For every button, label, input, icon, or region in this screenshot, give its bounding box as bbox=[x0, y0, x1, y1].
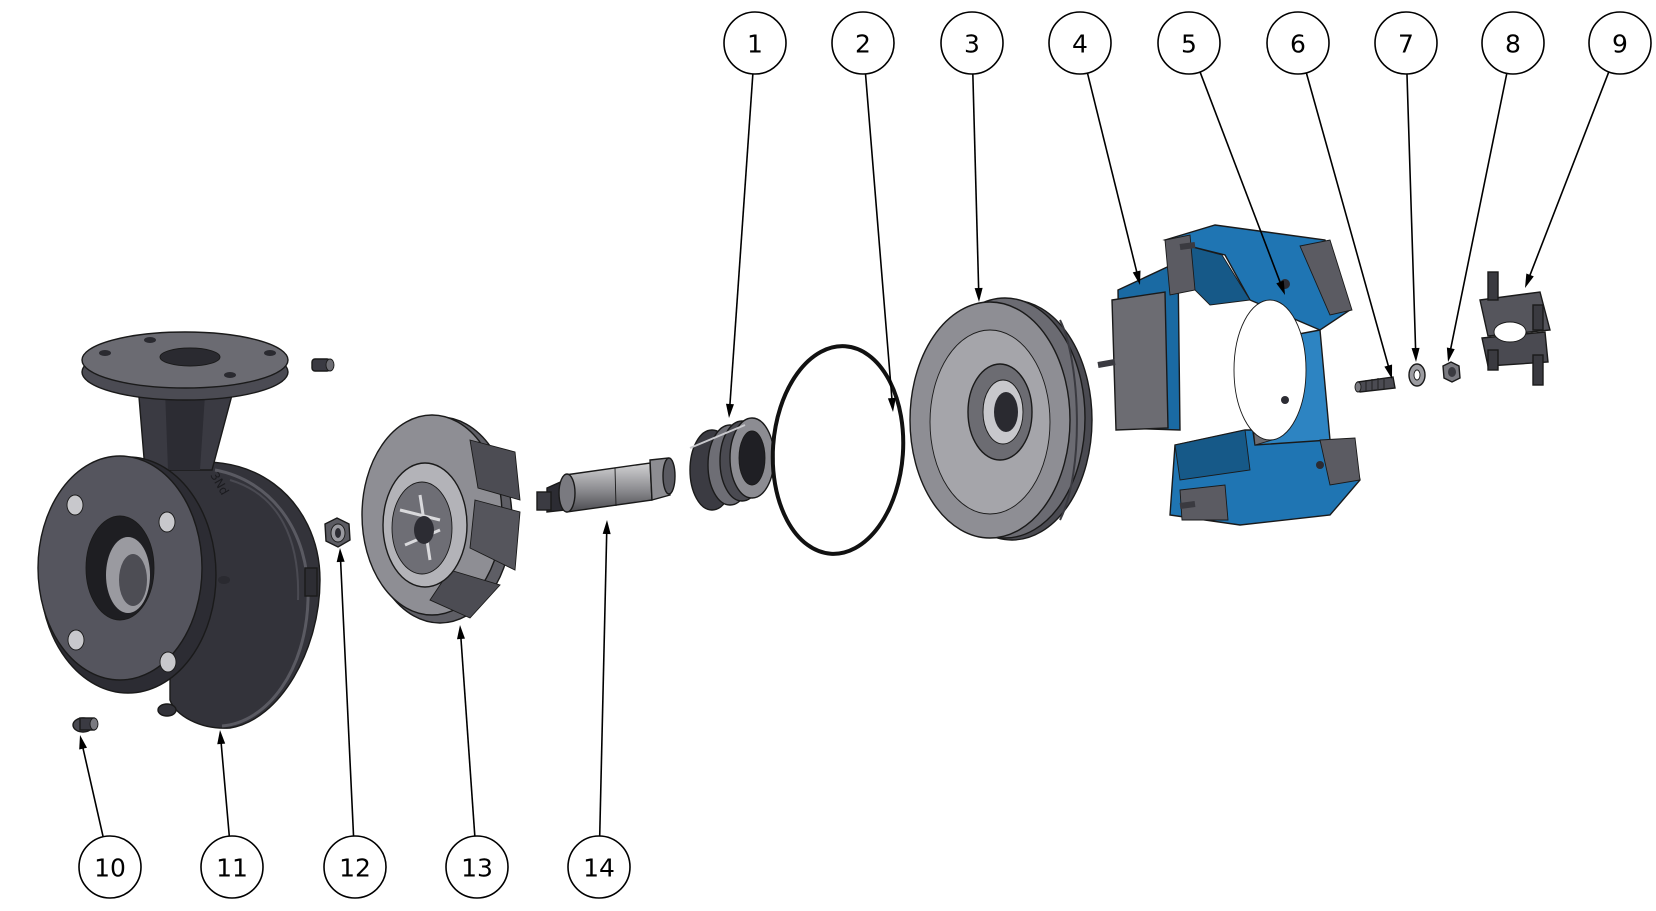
balloon-8: 8 bbox=[1481, 11, 1545, 75]
balloon-number-9: 9 bbox=[1612, 30, 1628, 59]
leader-arrowhead-7 bbox=[1411, 347, 1420, 362]
balloon-circle-9 bbox=[1588, 11, 1652, 75]
vent-plug bbox=[311, 358, 335, 372]
balloon-circle-2 bbox=[831, 11, 895, 75]
shaft-sleeve bbox=[536, 457, 676, 513]
leader-arrowhead-4 bbox=[1132, 270, 1141, 285]
leader-arrowhead-12 bbox=[336, 548, 345, 563]
leader-arrowhead-9 bbox=[1525, 273, 1534, 288]
balloon-12: 12 bbox=[323, 835, 387, 899]
balloon-7: 7 bbox=[1374, 11, 1438, 75]
leader-line-7 bbox=[1406, 73, 1417, 353]
leader-line-1 bbox=[728, 73, 754, 409]
leader-line-12 bbox=[339, 557, 355, 837]
balloon-circle-3 bbox=[940, 11, 1004, 75]
balloon-circle-10 bbox=[78, 835, 142, 899]
mechanical-seal bbox=[689, 417, 775, 511]
balloon-number-8: 8 bbox=[1505, 30, 1521, 59]
leader-line-5 bbox=[1199, 71, 1283, 286]
balloon-circle-8 bbox=[1481, 11, 1545, 75]
balloon-4: 4 bbox=[1048, 11, 1112, 75]
pump-casing: 3Nd bbox=[37, 331, 321, 729]
balloon-number-5: 5 bbox=[1181, 30, 1197, 59]
balloon-number-6: 6 bbox=[1290, 30, 1306, 59]
balloon-5: 5 bbox=[1157, 11, 1221, 75]
lantern-bracket bbox=[1097, 224, 1361, 526]
o-ring bbox=[770, 344, 906, 556]
leader-arrowhead-6 bbox=[1384, 364, 1393, 379]
balloon-number-11: 11 bbox=[216, 854, 248, 883]
leader-arrowhead-1 bbox=[725, 403, 734, 418]
leader-arrowhead-5 bbox=[1276, 280, 1285, 295]
balloon-number-2: 2 bbox=[855, 30, 871, 59]
stud-bolt bbox=[1354, 376, 1396, 393]
leader-line-8 bbox=[1449, 73, 1508, 353]
leader-lines bbox=[79, 71, 1610, 837]
balloon-circle-11 bbox=[200, 835, 264, 899]
balloon-circle-5 bbox=[1157, 11, 1221, 75]
leader-line-6 bbox=[1305, 72, 1391, 370]
balloon-14: 14 bbox=[567, 835, 631, 899]
balloon-1: 1 bbox=[723, 11, 787, 75]
shaft-coupling-clamp bbox=[1479, 271, 1551, 386]
drain-plug bbox=[72, 717, 99, 733]
balloon-circle-1 bbox=[723, 11, 787, 75]
leader-arrowhead-10 bbox=[79, 735, 88, 750]
casing-cover bbox=[909, 297, 1093, 541]
washer bbox=[1408, 363, 1426, 387]
balloon-number-14: 14 bbox=[583, 854, 615, 883]
balloon-circle-6 bbox=[1266, 11, 1330, 75]
balloon-number-3: 3 bbox=[964, 30, 980, 59]
balloon-9: 9 bbox=[1588, 11, 1652, 75]
balloon-10: 10 bbox=[78, 835, 142, 899]
balloon-3: 3 bbox=[940, 11, 1004, 75]
balloon-number-10: 10 bbox=[94, 854, 126, 883]
balloon-2: 2 bbox=[831, 11, 895, 75]
balloon-number-4: 4 bbox=[1072, 30, 1088, 59]
leader-line-13 bbox=[459, 634, 476, 837]
leader-line-14 bbox=[598, 529, 608, 837]
hex-nut bbox=[1442, 361, 1461, 383]
leader-arrowhead-14 bbox=[602, 520, 611, 535]
balloon-number-12: 12 bbox=[339, 854, 371, 883]
leader-arrowhead-8 bbox=[1446, 347, 1455, 362]
balloon-6: 6 bbox=[1266, 11, 1330, 75]
balloon-number-7: 7 bbox=[1398, 30, 1414, 59]
leader-line-11 bbox=[220, 739, 231, 837]
leader-line-4 bbox=[1086, 72, 1139, 276]
balloon-circle-13 bbox=[445, 835, 509, 899]
leader-arrowhead-11 bbox=[217, 730, 226, 745]
leader-arrowhead-2 bbox=[887, 397, 896, 412]
balloon-circle-12 bbox=[323, 835, 387, 899]
balloon-circle-7 bbox=[1374, 11, 1438, 75]
leader-line-9 bbox=[1527, 71, 1610, 279]
impeller-nut bbox=[324, 517, 351, 548]
balloon-11: 11 bbox=[200, 835, 264, 899]
balloon-number-13: 13 bbox=[461, 854, 493, 883]
leader-line-3 bbox=[972, 73, 980, 293]
balloon-number-1: 1 bbox=[747, 30, 763, 59]
leader-line-10 bbox=[81, 744, 104, 837]
balloon-circle-14 bbox=[567, 835, 631, 899]
impeller bbox=[361, 414, 521, 624]
balloon-circle-4 bbox=[1048, 11, 1112, 75]
balloon-13: 13 bbox=[445, 835, 509, 899]
leader-arrowhead-3 bbox=[974, 287, 983, 302]
leader-arrowhead-13 bbox=[456, 625, 465, 640]
leader-line-2 bbox=[864, 73, 893, 403]
